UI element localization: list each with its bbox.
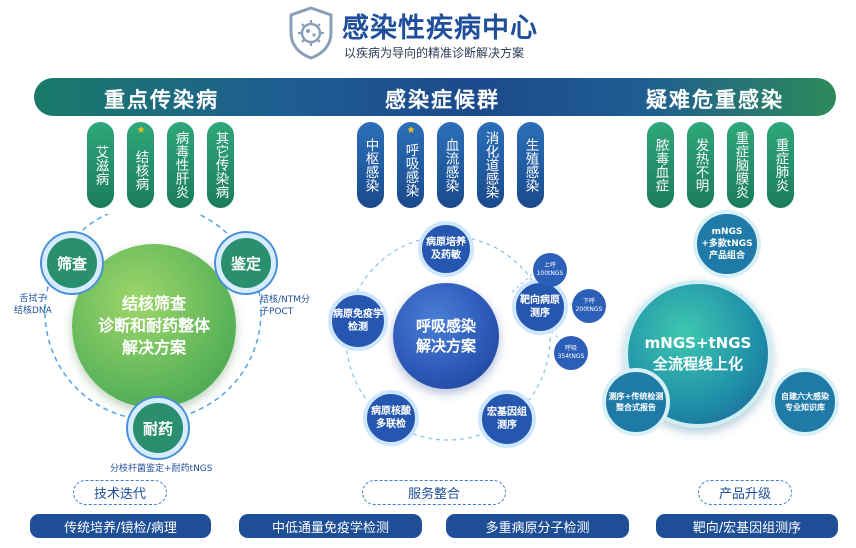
star-icon: ★ [136, 125, 146, 136]
banner-right-label: 疑难危重感染 [646, 88, 784, 112]
star-icon: ★ [406, 125, 416, 136]
resist-node: 耐药 [128, 398, 188, 458]
tag-product-upgrade: 产品升级 [698, 480, 792, 505]
bottom-bar-immunology: 中低通量免疫学检测 [239, 514, 422, 538]
pill-left-0: 艾滋病 [87, 122, 114, 208]
immunology-node: 病原免疫学 检测 [328, 291, 388, 351]
screen-label: 舌拭子 结核DNA [14, 294, 52, 316]
identify-label: 结核/NTM分 子POCT [260, 295, 311, 317]
mngs-product-node: mNGS +多款tNGS 产品组合 [693, 210, 761, 278]
identify-node: 鉴定 [216, 233, 276, 293]
pill-middle-4: 生殖感染 [517, 122, 544, 208]
left-orbit-ring [44, 214, 262, 421]
tb-solution-center: 结核筛查 诊断和耐药整体 解决方案 [72, 244, 236, 408]
lower-resp-tngs-node: 下呼 200tNGS [572, 289, 606, 323]
bottom-bar-molecular: 多重病原分子检测 [446, 514, 629, 538]
banner-middle-label: 感染症候群 [385, 88, 500, 112]
page-title: 感染性疾病中心 [342, 13, 538, 44]
pill-right-3: 重症肺炎 [767, 122, 794, 208]
pill-right-0: 脓毒血症 [647, 122, 674, 208]
metagenome-node: 宏基因组 测序 [478, 390, 536, 448]
upper-resp-tngs-node: 上呼 100tNGS [533, 253, 567, 287]
culture-node: 病原培养 及药敏 [418, 221, 474, 277]
targeted-seq-node: 靶向病原 测序 [512, 279, 568, 335]
pill-middle-0: 中枢感染 [357, 122, 384, 208]
nucleic-panel-node: 病原核酸 多联检 [363, 390, 419, 446]
pill-right-2: 重症脑膜炎 [727, 122, 754, 208]
pill-middle-2: 血流感染 [437, 122, 464, 208]
tag-service-integration: 服务整合 [362, 480, 506, 505]
resp-tngs-node: 呼吸 354tNGS [554, 336, 588, 370]
integrated-report-node: 测序+传统检测 整合式报告 [602, 368, 670, 436]
screen-node: 筛查 [42, 233, 102, 293]
tag-tech-iteration: 技术迭代 [73, 480, 167, 505]
pill-middle-1: 呼吸感染 [397, 122, 424, 208]
pill-left-1: 结核病 [127, 122, 154, 208]
respiratory-solution-center: 呼吸感染 解决方案 [393, 283, 499, 389]
bottom-bar-sequencing: 靶向/宏基因组测序 [656, 514, 838, 538]
pill-right-1: 发热不明 [687, 122, 714, 208]
knowledge-base-node: 自建六大感染 专业知识库 [771, 368, 839, 436]
pill-middle-3: 消化道感染 [477, 122, 504, 208]
pill-left-2: 病毒性肝炎 [167, 122, 194, 208]
bottom-bar-traditional: 传统培养/镜检/病理 [30, 514, 211, 538]
shield-virus-icon [288, 6, 334, 60]
page-subtitle: 以疾病为导向的精准诊断解决方案 [344, 46, 525, 60]
banner-left-label: 重点传染病 [104, 88, 219, 112]
resist-label: 分枝杆菌鉴定+耐药tNGS [110, 464, 213, 474]
pill-left-3: 其它传染病 [207, 122, 234, 208]
category-banner [34, 78, 836, 116]
